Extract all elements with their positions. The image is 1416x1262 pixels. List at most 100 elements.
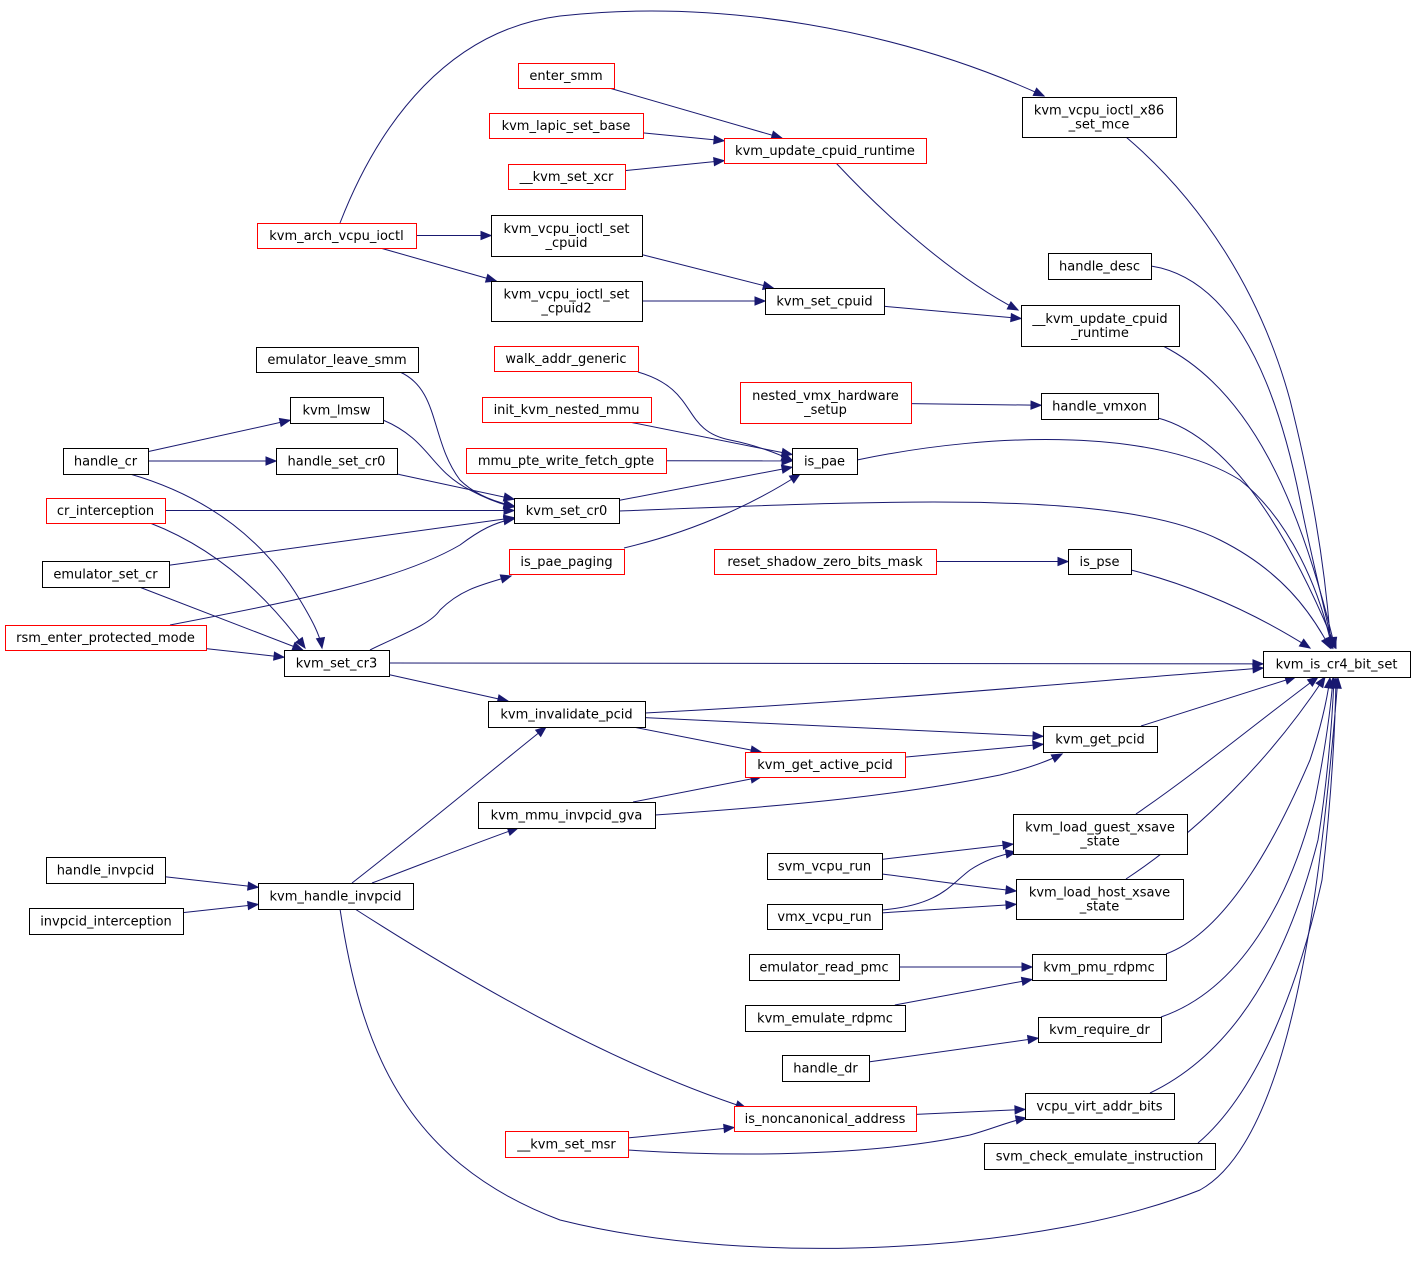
arrowhead <box>273 651 286 661</box>
node-enter-smm[interactable]: enter_smm <box>518 63 615 89</box>
node-kvm-set-cr3[interactable]: kvm_set_cr3 <box>284 650 390 677</box>
edge-handle_vmxon-to-kvm_is_cr4_bit_set <box>1157 417 1337 650</box>
node-kvm-load-host-xsave-state[interactable]: kvm_load_host_xsave_state <box>1016 879 1184 920</box>
node-kvm-set-msr[interactable]: __kvm_set_msr <box>505 1131 629 1158</box>
node-box <box>1068 549 1132 575</box>
node-box <box>1041 393 1159 420</box>
node-box <box>765 288 885 315</box>
node-label: __kvm_update_cpuid <box>1031 312 1167 327</box>
node-label: kvm_require_dr <box>1049 1023 1150 1038</box>
node-walk-addr-generic[interactable]: walk_addr_generic <box>494 346 639 372</box>
edge-line <box>644 717 1044 737</box>
node-kvm-vcpu-ioctl-set-cpuid[interactable]: kvm_vcpu_ioctl_set_cpuid <box>491 215 643 257</box>
node-box <box>1038 1017 1162 1043</box>
node-label: _set_mce <box>1068 118 1130 133</box>
edge-svm_vcpu_run-to-kvm_load_guest_xsave_state <box>881 840 1015 860</box>
node-kvm-invalidate-pcid[interactable]: kvm_invalidate_pcid <box>488 701 646 728</box>
node-handle-desc[interactable]: handle_desc <box>1048 253 1152 280</box>
arrowhead <box>1032 731 1045 741</box>
node-emulator-set-cr[interactable]: emulator_set_cr <box>42 561 170 588</box>
node-label: handle_invpcid <box>57 864 155 879</box>
node-kvm-get-pcid[interactable]: kvm_get_pcid <box>1043 726 1158 753</box>
node-box <box>284 650 390 677</box>
edge-line <box>904 743 1044 758</box>
node-reset-shadow-zero-bits-mask[interactable]: reset_shadow_zero_bits_mask <box>714 549 937 575</box>
node-kvm-handle-invpcid[interactable]: kvm_handle_invpcid <box>258 883 414 910</box>
node-box <box>1263 651 1411 678</box>
node-kvm-pmu-rdpmc[interactable]: kvm_pmu_rdpmc <box>1032 954 1167 981</box>
edge-kvm_load_host_xsave_state-to-kvm_is_cr4_bit_set <box>1125 675 1326 880</box>
node-svm-vcpu-run[interactable]: svm_vcpu_run <box>767 853 883 880</box>
node-kvm-is-cr4-bit-set: kvm_is_cr4_bit_set <box>1263 651 1411 678</box>
node-kvm-lmsw[interactable]: kvm_lmsw <box>290 397 384 424</box>
node-is-pae-paging[interactable]: is_pae_paging <box>509 549 625 575</box>
arrowhead <box>502 515 516 526</box>
node-nested-vmx-hardware-setup[interactable]: nested_vmx_hardware_setup <box>740 382 912 424</box>
node-box <box>1025 1093 1175 1120</box>
edge-kvm_set_msr-to-vcpu_virt_addr_bits <box>627 1115 1028 1155</box>
edge-line <box>1157 417 1337 649</box>
edge-line <box>644 667 1264 714</box>
arrowhead <box>713 135 726 145</box>
edge-rsm_enter_protected_mode-to-kvm_set_cr3 <box>205 648 286 661</box>
node-handle-vmxon[interactable]: handle_vmxon <box>1041 393 1159 420</box>
node-kvm-mmu-invpcid-gva[interactable]: kvm_mmu_invpcid_gva <box>478 802 656 829</box>
edge-line <box>388 662 1264 665</box>
node-label: is_pse <box>1080 555 1120 570</box>
edge-line <box>1140 676 1296 727</box>
node-mmu-pte-write-fetch-gpte[interactable]: mmu_pte_write_fetch_gpte <box>466 448 667 474</box>
node-label: is_noncanonical_address <box>745 1112 906 1127</box>
edge-handle_cr-to-kvm_set_cr3 <box>129 473 326 650</box>
node-kvm-set-cr0[interactable]: kvm_set_cr0 <box>514 498 620 524</box>
node-cr-interception[interactable]: cr_interception <box>46 498 166 524</box>
arrowhead <box>480 230 493 241</box>
node-kvm-vcpu-ioctl-set-cpuid2[interactable]: kvm_vcpu_ioctl_set_cpuid2 <box>491 281 643 322</box>
node-kvm-emulate-rdpmc[interactable]: kvm_emulate_rdpmc <box>745 1005 906 1032</box>
node-box <box>1016 879 1184 920</box>
node-emulator-read-pmc[interactable]: emulator_read_pmc <box>749 954 900 981</box>
edge-reset_shadow_zero_bits_mask-to-is_pse <box>936 556 1070 567</box>
node-kvm-set-xcr[interactable]: __kvm_set_xcr <box>508 164 626 190</box>
edge-line <box>1149 677 1335 1094</box>
node-svm-check-emulate-instruction[interactable]: svm_check_emulate_instruction <box>984 1143 1216 1170</box>
edge-line <box>609 87 782 139</box>
edge-line <box>380 247 497 282</box>
node-kvm-require-dr[interactable]: kvm_require_dr <box>1038 1017 1162 1043</box>
node-handle-cr[interactable]: handle_cr <box>63 448 149 475</box>
node-handle-invpcid[interactable]: handle_invpcid <box>46 857 166 884</box>
node-label: kvm_handle_invpcid <box>270 890 402 905</box>
node-kvm-update-cpuid-runtime2[interactable]: __kvm_update_cpuid_runtime <box>1021 305 1180 347</box>
node-rsm-enter-protected-mode[interactable]: rsm_enter_protected_mode <box>5 625 207 651</box>
node-label: kvm_pmu_rdpmc <box>1043 961 1154 976</box>
edge-line <box>894 978 1033 1006</box>
node-init-kvm-nested-mmu[interactable]: init_kvm_nested_mmu <box>482 397 652 423</box>
arrowhead <box>1032 87 1046 97</box>
node-is-pae[interactable]: is_pae <box>792 448 858 475</box>
node-label: kvm_arch_vcpu_ioctl <box>269 229 404 244</box>
arrowhead <box>1320 636 1331 650</box>
node-invpcid-interception[interactable]: invpcid_interception <box>29 908 184 935</box>
node-handle-dr[interactable]: handle_dr <box>782 1055 870 1082</box>
edge-kvm_vcpu_ioctl_set_cpuid2-to-kvm_set_cpuid <box>642 296 767 306</box>
edge-kvm_invalidate_pcid-to-kvm_get_active_pcid <box>632 726 763 755</box>
node-handle-set-cr0[interactable]: handle_set_cr0 <box>276 448 398 475</box>
node-kvm-update-cpuid-runtime[interactable]: kvm_update_cpuid_runtime <box>724 138 927 164</box>
edge-line <box>339 677 1339 1249</box>
node-box <box>1032 954 1167 981</box>
node-kvm-lapic-set-base[interactable]: kvm_lapic_set_base <box>489 113 644 139</box>
node-kvm-get-active-pcid[interactable]: kvm_get_active_pcid <box>745 752 906 778</box>
node-kvm-set-cpuid[interactable]: kvm_set_cpuid <box>765 288 885 315</box>
edge-kvm_set_cr3-to-is_pae_paging <box>369 574 513 651</box>
node-label: kvm_lapic_set_base <box>502 119 631 134</box>
node-vcpu-virt-addr-bits[interactable]: vcpu_virt_addr_bits <box>1025 1093 1175 1120</box>
edge-line <box>1162 345 1336 649</box>
node-is-noncanonical-address[interactable]: is_noncanonical_address <box>734 1106 917 1132</box>
edge-line <box>883 305 1022 319</box>
node-vmx-vcpu-run[interactable]: vmx_vcpu_run <box>767 904 883 930</box>
node-box <box>767 904 883 930</box>
node-emulator-leave-smm[interactable]: emulator_leave_smm <box>256 347 419 373</box>
node-kvm-arch-vcpu-ioctl[interactable]: kvm_arch_vcpu_ioctl <box>257 223 417 249</box>
node-is-pse[interactable]: is_pse <box>1068 549 1132 575</box>
node-kvm-load-guest-xsave-state[interactable]: kvm_load_guest_xsave_state <box>1013 814 1188 855</box>
node-kvm-vcpu-ioctl-x86-set-mce[interactable]: kvm_vcpu_ioctl_x86_set_mce <box>1022 97 1177 138</box>
